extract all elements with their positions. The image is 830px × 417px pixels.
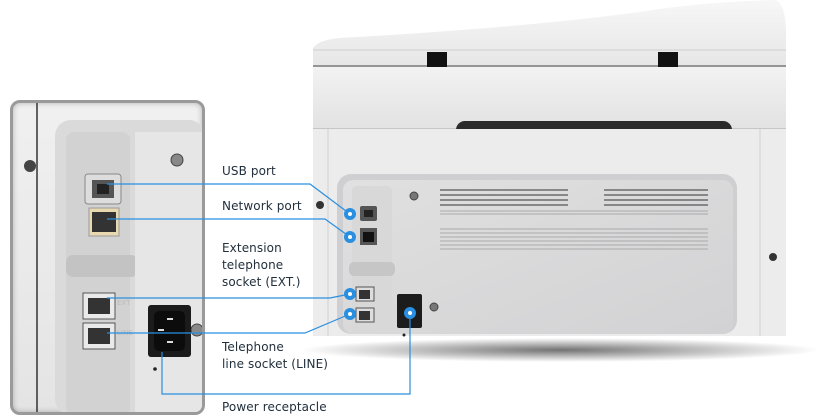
callout-power — [161, 313, 411, 395]
label-power-receptacle: Power receptacle — [222, 400, 327, 414]
callout-line — [107, 313, 351, 334]
connector-closeup-inset: EXT LINE — [10, 100, 205, 415]
label-line-socket: Telephone line socket (LINE) — [222, 340, 329, 371]
callout-network — [107, 218, 351, 238]
vent-grille — [440, 189, 708, 206]
printer-shadow — [300, 338, 820, 362]
port-markers — [344, 208, 416, 320]
screw — [429, 302, 439, 312]
hinge-right — [658, 52, 678, 70]
label-network-port: Network port — [222, 199, 302, 213]
callout-ext — [107, 293, 351, 299]
screw — [409, 191, 419, 201]
screw — [24, 160, 36, 172]
screw — [769, 253, 777, 261]
screw — [170, 153, 184, 167]
callout-usb — [107, 183, 351, 215]
screw — [316, 201, 324, 209]
upper-body — [313, 67, 786, 129]
ext-mark: EXT — [117, 299, 131, 307]
label-extension-socket: Extension telephone socket (EXT.) — [222, 241, 301, 289]
label-usb-port: USB port — [222, 164, 276, 178]
hinge-left — [427, 52, 447, 70]
